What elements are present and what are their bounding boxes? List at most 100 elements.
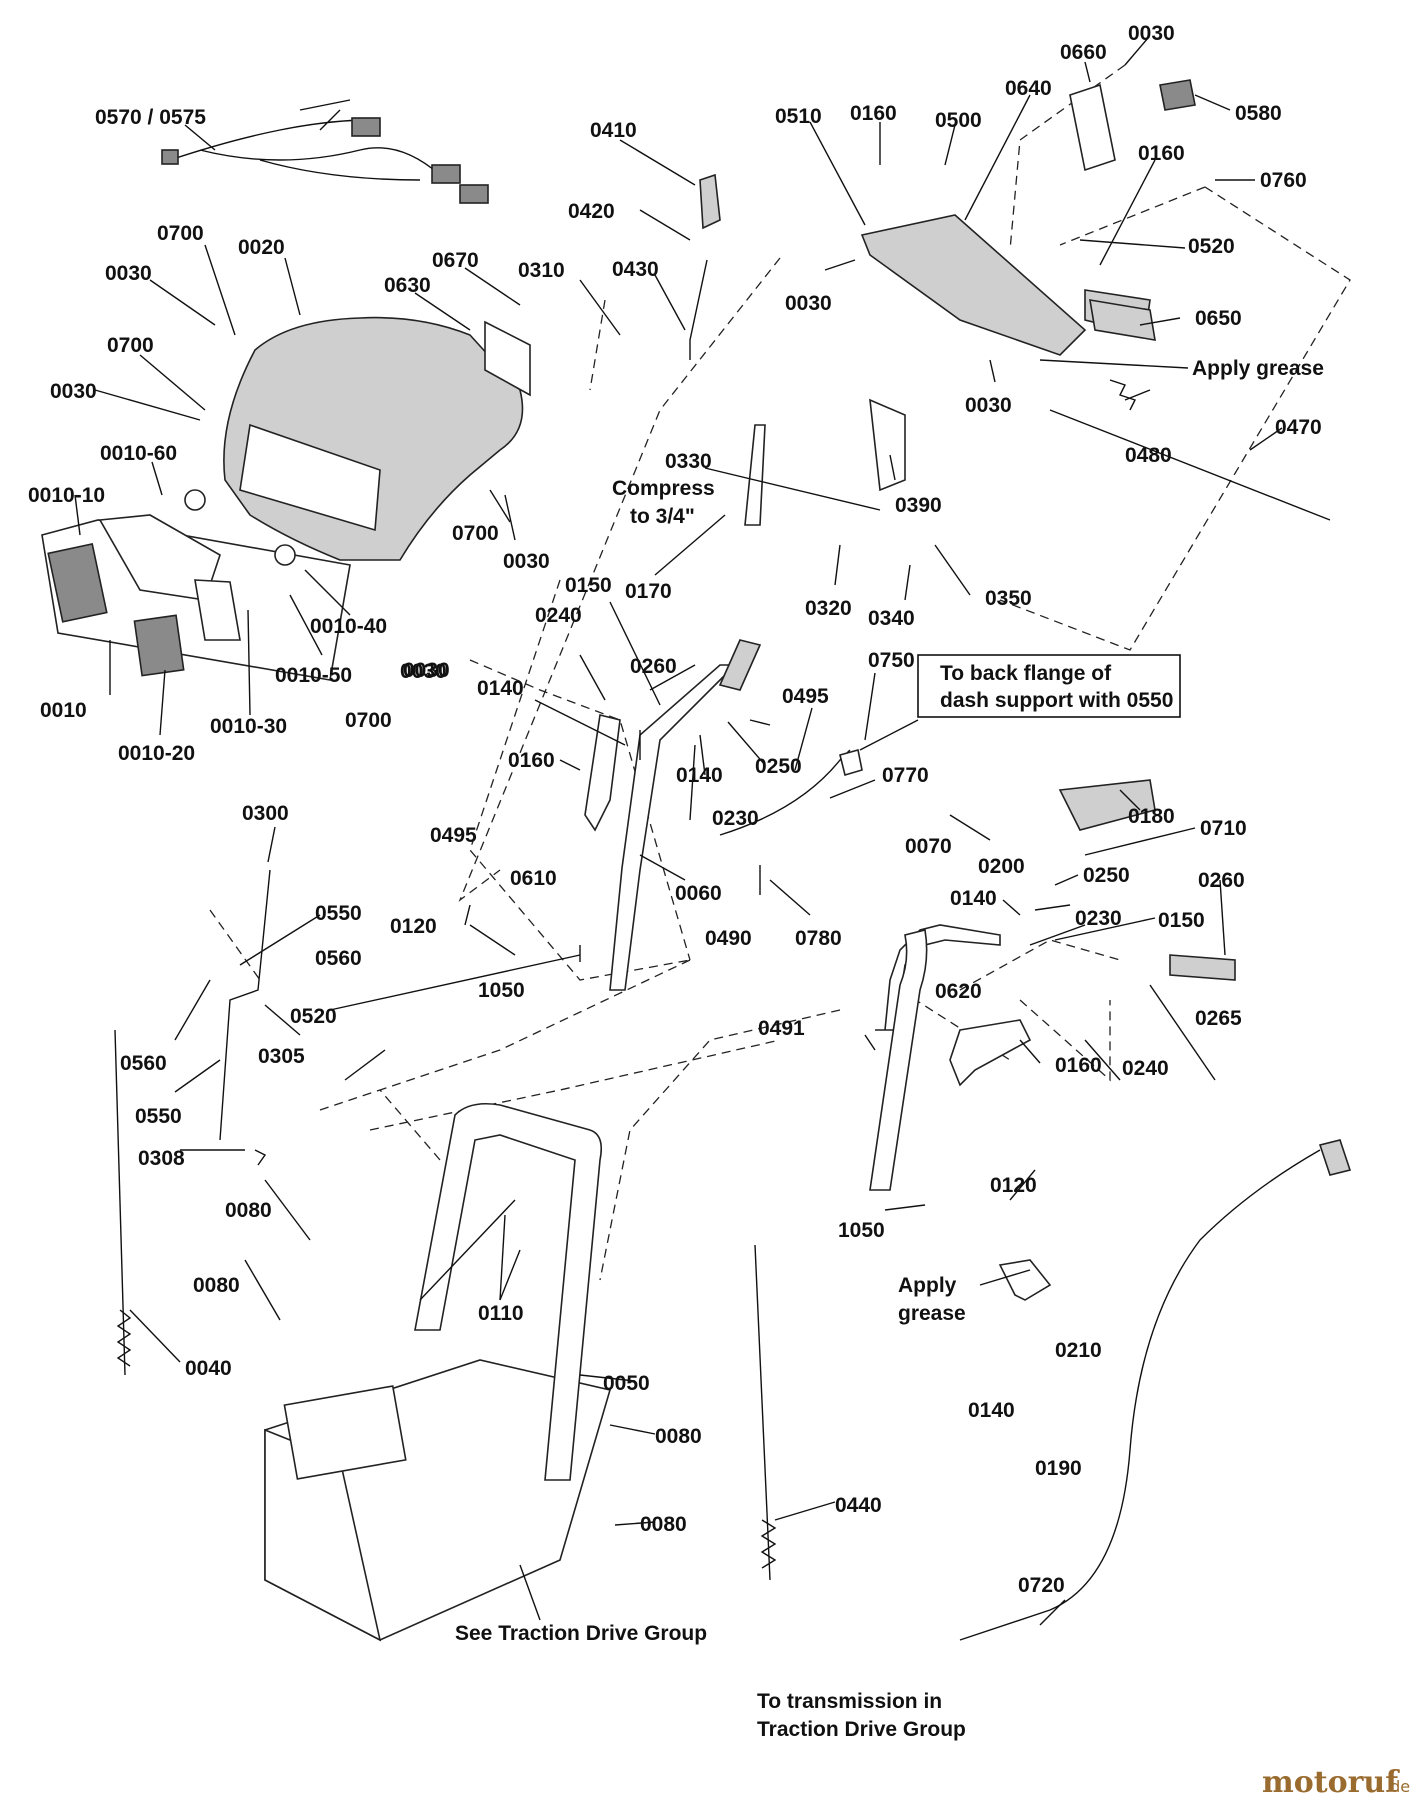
headlight-housing	[98, 514, 221, 601]
part-label: 0430	[612, 258, 659, 281]
part-label: 0160	[850, 102, 897, 125]
cable-0440	[754, 1244, 771, 1581]
control-tube	[744, 424, 766, 526]
assembly-outlines	[209, 64, 1351, 1281]
part-label: 0560	[315, 947, 362, 970]
harness-connector	[161, 149, 179, 165]
part-label: 0030	[503, 550, 550, 573]
part-label: 0030	[50, 380, 97, 403]
leader-lines	[74, 37, 1283, 1626]
headlight-frame	[41, 519, 351, 681]
part-label: 0250	[1083, 864, 1130, 887]
part-label: 0250	[755, 755, 802, 778]
lower-handle	[875, 924, 1001, 1031]
part-label: 0150	[1158, 909, 1205, 932]
part-label: 0410	[590, 119, 637, 142]
part-shapes	[41, 79, 1352, 1642]
part-label: 0240	[535, 604, 582, 627]
part-label: 1050	[838, 1219, 885, 1242]
harness-connector	[431, 164, 461, 184]
part-label: 0010-40	[310, 615, 387, 638]
part-label: 0140	[676, 764, 723, 787]
frame-slot	[283, 1385, 407, 1480]
upper-handle	[609, 664, 737, 991]
watermark-brand: motoruf	[1262, 1765, 1400, 1800]
part-label: 0140	[477, 677, 524, 700]
part-label: 0160	[508, 749, 555, 772]
part-label: 0700	[107, 334, 154, 357]
rod-0308	[254, 1149, 267, 1166]
part-label: 0120	[990, 1174, 1037, 1197]
part-label: 0200	[978, 855, 1025, 878]
part-label: 0030	[105, 262, 152, 285]
part-label: 0620	[935, 980, 982, 1003]
part-label: 0320	[805, 597, 852, 620]
part-label: 0190	[1035, 1457, 1082, 1480]
part-label: 0610	[510, 867, 557, 890]
dash-panel	[860, 214, 1087, 356]
part-label: 0140	[968, 1399, 1015, 1422]
dash-cover-window	[239, 423, 381, 532]
harness-connector	[459, 184, 489, 204]
handle-tube	[869, 929, 928, 1191]
part-label: 0440	[835, 1494, 882, 1517]
bulb	[184, 489, 206, 511]
part-labels: 0570 / 0575 0410 0510 0160 0500 0640 066…	[28, 22, 1324, 1597]
cable-0040	[114, 1029, 126, 1376]
part-label: 0010-20	[118, 742, 195, 765]
part-label: 0650	[1195, 307, 1242, 330]
part-label: 0350	[985, 587, 1032, 610]
note-leader	[859, 719, 919, 751]
part-label: 0750	[868, 649, 915, 672]
part-label: 0060	[675, 882, 722, 905]
part-label: 0330	[665, 450, 712, 473]
part-label: 0080	[193, 1274, 240, 1297]
grip	[718, 639, 762, 691]
part-label: 0720	[1018, 1574, 1065, 1597]
part-label: 0491	[758, 1017, 805, 1040]
part-label: 0700	[452, 522, 499, 545]
part-label: 0080	[640, 1513, 687, 1536]
watermark: motoruf .de	[1262, 1765, 1410, 1800]
bracket-0650	[1089, 299, 1156, 341]
grip-0260	[1169, 954, 1236, 981]
part-label: 0040	[185, 1357, 232, 1380]
apply-grease-note: grease	[898, 1302, 966, 1325]
part-label: 0490	[705, 927, 752, 950]
part-label: 0310	[518, 259, 565, 282]
spring-0040	[116, 1309, 132, 1367]
part-label: 0700	[345, 709, 392, 732]
part-label: 0300	[242, 802, 289, 825]
rod-0300	[219, 869, 271, 1141]
part-label: 0550	[135, 1105, 182, 1128]
switch	[1159, 79, 1196, 111]
frame-upright	[414, 1102, 603, 1481]
cable-end	[1318, 1139, 1352, 1176]
part-label: 0010-30	[210, 715, 287, 738]
part-label: 0070	[905, 835, 952, 858]
bracket-0390	[869, 398, 906, 492]
compress-note: to 3/4"	[630, 505, 695, 528]
part-label: 0080	[655, 1425, 702, 1448]
bracket-0750	[839, 748, 863, 777]
part-label: 0010	[40, 699, 87, 722]
spring	[1109, 379, 1136, 411]
part-label: 0160	[1055, 1054, 1102, 1077]
part-label: 0110	[478, 1302, 524, 1325]
watermark-suffix: .de	[1385, 1777, 1410, 1796]
part-label: 0260	[630, 655, 677, 678]
bulb	[274, 544, 296, 566]
part-label: 0120	[390, 915, 437, 938]
notes: Compress to 3/4" To back flange of dash …	[455, 477, 1173, 1741]
part-label: 0390	[895, 494, 942, 517]
part-label: 0010-10	[28, 484, 105, 507]
shift-knob	[699, 173, 721, 230]
bracket	[484, 320, 531, 397]
part-label: 0560	[120, 1052, 167, 1075]
compress-note: Compress	[612, 477, 715, 500]
part-label: 0180	[1128, 805, 1175, 828]
rod-0470	[1049, 409, 1331, 521]
part-label: 0580	[1235, 102, 1282, 125]
part-label: 0010-50	[275, 664, 352, 687]
headlight-lens	[133, 614, 185, 677]
